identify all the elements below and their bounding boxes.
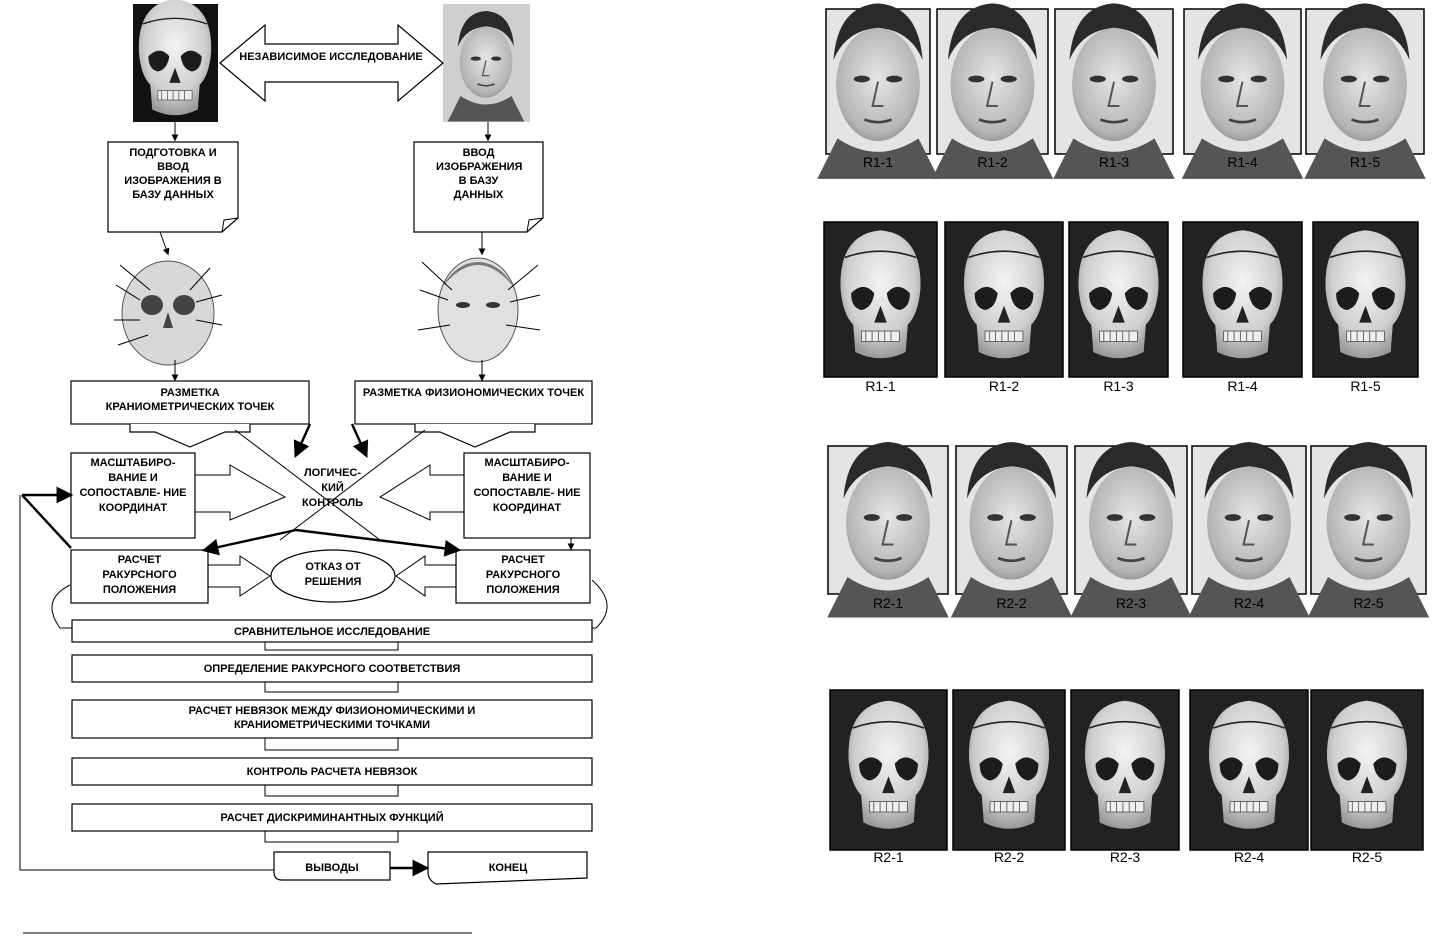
- photo-caption: R2-1: [873, 595, 904, 611]
- independent-study-arrow: [219, 23, 444, 103]
- cranio-points-text: РАЗМЕТКА КРАНИОМЕТРИЧЕСКИХ ТОЧЕК: [105, 387, 275, 413]
- step-box: [71, 803, 593, 832]
- photo-caption: R2-2: [996, 595, 1027, 611]
- photo-caption: R2-5: [1352, 849, 1383, 865]
- photo-caption: R2-4: [1234, 849, 1265, 865]
- logic-control-text: ЛОГИЧЕС- КИЙ КОНТРОЛЬ: [301, 467, 364, 509]
- prep-skull-text: ПОДГОТОВКА И ВВОД ИЗОБРАЖЕНИЯ В БАЗУ ДАН…: [124, 147, 222, 201]
- refusal-ellipse: [270, 549, 396, 603]
- angle-left-box: [70, 549, 209, 604]
- svg-text:СРАВНИТЕЛЬНОЕ ИССЛЕДОВАНИЕ: СРАВНИТЕЛЬНОЕ ИССЛЕДОВАНИЕ: [234, 626, 430, 638]
- skull-photo-thumbnail: [1068, 221, 1169, 378]
- face-photo-thumbnail: [1051, 2, 1177, 181]
- independent-study-label: НЕЗАВИСИМОЕ ИССЛЕДОВАНИЕ: [239, 51, 422, 63]
- skull-photo-thumbnail: [823, 221, 938, 378]
- face-photo: [443, 4, 530, 123]
- photo-caption: R1-2: [989, 378, 1020, 394]
- skull-photo: [133, 0, 218, 122]
- step-box: [71, 619, 593, 643]
- svg-text:КОНЕЦ: КОНЕЦ: [489, 862, 528, 874]
- marked-face-sketch: [417, 257, 541, 363]
- scale-right-box: [463, 452, 591, 539]
- input-face-text: ВВОД ИЗОБРАЖЕНИЯ В БАЗУ ДАННЫХ: [436, 147, 523, 201]
- svg-text:РАСЧЕТ ДИСКРИМИНАНТНЫХ ФУНКЦИЙ: РАСЧЕТ ДИСКРИМИНАНТНЫХ ФУНКЦИЙ: [220, 811, 443, 824]
- step-label: КОНТРОЛЬ РАСЧЕТА НЕВЯЗОК: [247, 766, 418, 778]
- svg-text:ВЫВОДЫ: ВЫВОДЫ: [305, 862, 359, 874]
- angle-left-text: РАСЧЕТ РАКУРСНОГО ПОЛОЖЕНИЯ: [102, 554, 177, 596]
- face-photo-thumbnail: [825, 440, 951, 619]
- conclusions-box: [273, 851, 391, 881]
- face-photo-thumbnail: [949, 440, 1074, 619]
- step-label: СРАВНИТЕЛЬНОЕ ИССЛЕДОВАНИЕ: [234, 626, 430, 638]
- step-box: [71, 757, 593, 786]
- logic-control-node: ЛОГИЧЕС- КИЙ КОНТРОЛЬ: [301, 467, 364, 509]
- input-face-doc: [413, 141, 544, 233]
- face-photo-thumbnail: [930, 2, 1055, 181]
- cranio-points-box: [70, 380, 310, 425]
- skull-photo-thumbnail: [952, 689, 1066, 851]
- skull-photo-thumbnail: [944, 221, 1064, 378]
- scale-left-text: МАСШТАБИРО- ВАНИЕ И СОПОСТАВЛЕ- НИЕ КООР…: [79, 457, 187, 514]
- photo-caption: R2-2: [994, 849, 1025, 865]
- photo-caption: R1-5: [1350, 378, 1381, 394]
- face-photo-thumbnail: [1180, 2, 1305, 181]
- photo-caption: R1-2: [977, 154, 1008, 170]
- skull-photo-thumbnail: [1182, 221, 1303, 378]
- face-photo-thumbnail: [1068, 440, 1194, 619]
- face-photo-thumbnail: [1306, 440, 1431, 619]
- angle-right-text: РАСЧЕТ РАКУРСНОГО ПОЛОЖЕНИЯ: [485, 554, 561, 596]
- photo-caption: R1-5: [1350, 154, 1381, 170]
- marked-skull-sketch: [114, 260, 223, 366]
- scale-right-text: МАСШТАБИРО- ВАНИЕ И СОПОСТАВЛЕ- НИЕ КООР…: [473, 457, 581, 514]
- step-label: РАСЧЕТ ДИСКРИМИНАНТНЫХ ФУНКЦИЙ: [220, 811, 443, 824]
- photo-caption: R2-3: [1110, 849, 1141, 865]
- skull-photo-thumbnail: [1070, 689, 1180, 851]
- angle-right-box: [455, 549, 591, 604]
- step-box: [71, 654, 593, 683]
- step-boxes: [71, 619, 593, 832]
- refusal-text: ОТКАЗ ОТ РЕШЕНИЯ: [304, 561, 362, 588]
- physio-points-box: [354, 380, 593, 425]
- scale-left-box: [70, 452, 196, 539]
- photo-caption: R2-4: [1234, 595, 1265, 611]
- photo-caption: R1-3: [1099, 154, 1130, 170]
- photo-caption: R1-1: [865, 378, 896, 394]
- skull-photo-thumbnail: [829, 689, 948, 851]
- step-box: [71, 699, 593, 739]
- step-label: ОПРЕДЕЛЕНИЕ РАКУРСНОГО СООТВЕТСТВИЯ: [204, 663, 461, 675]
- prep-skull-doc: [107, 141, 239, 233]
- face-photo-thumbnail: [1302, 2, 1428, 181]
- photo-caption: R2-5: [1353, 595, 1384, 611]
- svg-text:ОПРЕДЕЛЕНИЕ РАКУРСНОГО СООТВЕТ: ОПРЕДЕЛЕНИЕ РАКУРСНОГО СООТВЕТСТВИЯ: [204, 663, 461, 675]
- face-photo-thumbnail: [1186, 440, 1312, 619]
- photo-caption: R1-3: [1103, 378, 1134, 394]
- step-label: РАСЧЕТ НЕВЯЗОК МЕЖДУ ФИЗИОНОМИЧЕСКИМИ И …: [188, 705, 476, 731]
- end-label: КОНЕЦ: [489, 862, 528, 874]
- svg-text:КОНТРОЛЬ РАСЧЕТА НЕВЯЗОК: КОНТРОЛЬ РАСЧЕТА НЕВЯЗОК: [247, 766, 418, 778]
- photo-caption: R2-1: [873, 849, 904, 865]
- face-photo-thumbnail: [815, 2, 941, 181]
- photo-caption: R1-4: [1227, 154, 1258, 170]
- skull-photo-thumbnail: [1312, 221, 1419, 378]
- photo-caption: R1-1: [863, 154, 894, 170]
- physio-points-text: РАЗМЕТКА ФИЗИОНОМИЧЕСКИХ ТОЧЕК: [362, 387, 585, 399]
- skull-photo-thumbnail: [1310, 689, 1424, 851]
- skull-photo-thumbnail: [1189, 689, 1309, 851]
- conclusions-label: ВЫВОДЫ: [305, 862, 359, 874]
- photo-caption: R2-3: [1116, 595, 1147, 611]
- photo-caption: R1-4: [1227, 378, 1258, 394]
